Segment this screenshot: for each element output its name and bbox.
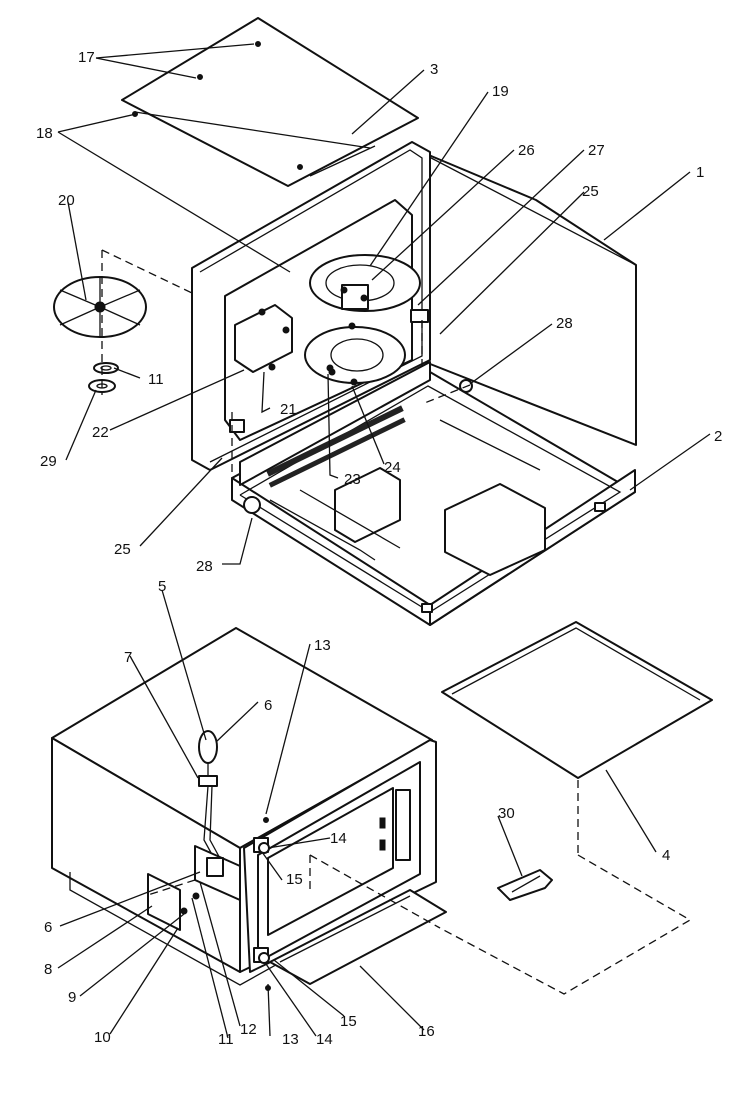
callout-labels: 1 2 3 4 5 6 6 7 8 9 10 11 11 12 13 13 14…: [36, 49, 722, 1048]
callout-14a: 14: [330, 830, 347, 847]
callout-1: 1: [696, 164, 704, 181]
callout-15b: 15: [340, 1013, 357, 1030]
clip-part-30: [497, 869, 553, 901]
callout-26: 26: [518, 142, 535, 159]
callout-17: 17: [78, 49, 95, 66]
callout-29: 29: [40, 453, 57, 470]
callout-25b: 25: [114, 541, 131, 558]
callout-13b: 13: [282, 1031, 299, 1048]
callout-5: 5: [158, 578, 166, 595]
callout-16: 16: [418, 1023, 435, 1040]
callout-3: 3: [430, 61, 438, 78]
callout-27: 27: [588, 142, 605, 159]
callout-4: 4: [662, 847, 670, 864]
leader-lines: [57, 43, 711, 1039]
fan-blade: [53, 276, 147, 338]
top-panel-4: [441, 621, 713, 779]
bottom-door-plate: [269, 889, 447, 985]
callout-24: 24: [384, 459, 401, 476]
top-cover-plate: [121, 17, 419, 187]
callout-8: 8: [44, 961, 52, 978]
callout-9: 9: [68, 989, 76, 1006]
callout-22: 22: [92, 424, 109, 441]
callout-13a: 13: [314, 637, 331, 654]
callout-11b: 11: [218, 1031, 234, 1048]
callout-11a: 11: [148, 371, 164, 388]
callout-10: 10: [94, 1029, 111, 1046]
oven-cavity: [191, 141, 431, 471]
screw-18b: [297, 164, 303, 170]
base-pan: [231, 361, 636, 626]
callout-25a: 25: [582, 183, 599, 200]
callout-21: 21: [280, 401, 297, 418]
callout-7: 7: [124, 649, 132, 666]
screw-17a: [197, 74, 203, 80]
callout-23: 23: [344, 471, 361, 488]
screw-17b: [255, 41, 261, 47]
assembled-cabinet: [51, 627, 437, 991]
callout-12: 12: [240, 1021, 257, 1038]
callout-19: 19: [492, 83, 509, 100]
callout-6b: 6: [44, 919, 52, 936]
callout-15a: 15: [286, 871, 303, 888]
callout-14b: 14: [316, 1031, 333, 1048]
callout-30: 30: [498, 805, 515, 822]
callout-2: 2: [714, 428, 722, 445]
callout-18: 18: [36, 125, 53, 142]
callout-28a: 28: [556, 315, 573, 332]
washer-11-upper: [93, 362, 119, 374]
callout-28b: 28: [196, 558, 213, 575]
callout-20: 20: [58, 192, 75, 209]
callout-6a: 6: [264, 697, 272, 714]
